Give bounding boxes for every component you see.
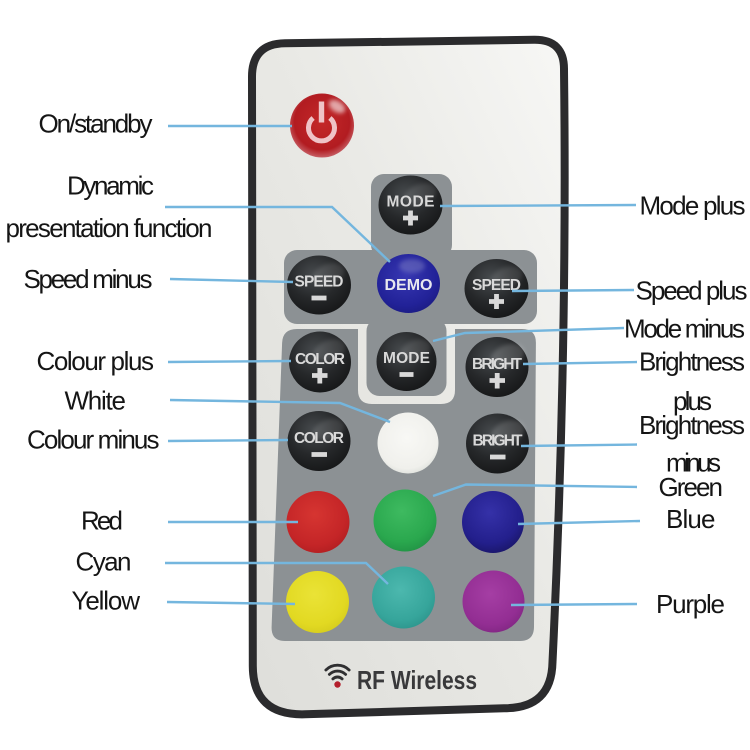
svg-text:Yellow: Yellow xyxy=(72,586,141,616)
svg-text:Dynamic: Dynamic xyxy=(67,171,154,201)
svg-text:plus: plus xyxy=(673,386,712,416)
svg-text:Speed plus: Speed plus xyxy=(636,276,748,306)
svg-text:MODE: MODE xyxy=(383,350,430,367)
svg-text:Green: Green xyxy=(659,472,724,502)
svg-text:minus: minus xyxy=(666,448,721,478)
svg-text:Brightness: Brightness xyxy=(639,347,745,377)
svg-text:BRIGHT: BRIGHT xyxy=(472,356,523,373)
svg-text:presentation function: presentation function xyxy=(6,213,213,243)
svg-text:BRIGHT: BRIGHT xyxy=(473,433,524,450)
svg-text:DEMO: DEMO xyxy=(385,277,433,294)
svg-text:Cyan: Cyan xyxy=(76,547,132,577)
svg-text:RF Wireless: RF Wireless xyxy=(357,665,477,695)
svg-text:Red: Red xyxy=(81,506,123,536)
svg-text:Mode minus: Mode minus xyxy=(624,314,745,344)
svg-text:Mode plus: Mode plus xyxy=(640,191,746,221)
svg-text:On/standby: On/standby xyxy=(39,109,153,139)
svg-text:Colour minus: Colour minus xyxy=(27,425,160,455)
svg-text:Colour plus: Colour plus xyxy=(37,346,155,376)
svg-text:SPEED: SPEED xyxy=(472,277,521,294)
svg-text:MODE: MODE xyxy=(387,194,435,211)
svg-text:Brightness: Brightness xyxy=(639,410,745,440)
svg-text:Blue: Blue xyxy=(666,504,716,534)
svg-text:White: White xyxy=(65,386,127,416)
svg-text:Purple: Purple xyxy=(656,589,725,619)
svg-text:COLOR: COLOR xyxy=(295,351,345,368)
svg-text:COLOR: COLOR xyxy=(294,430,344,447)
svg-text:SPEED: SPEED xyxy=(295,274,344,291)
svg-text:Speed minus: Speed minus xyxy=(24,264,153,294)
